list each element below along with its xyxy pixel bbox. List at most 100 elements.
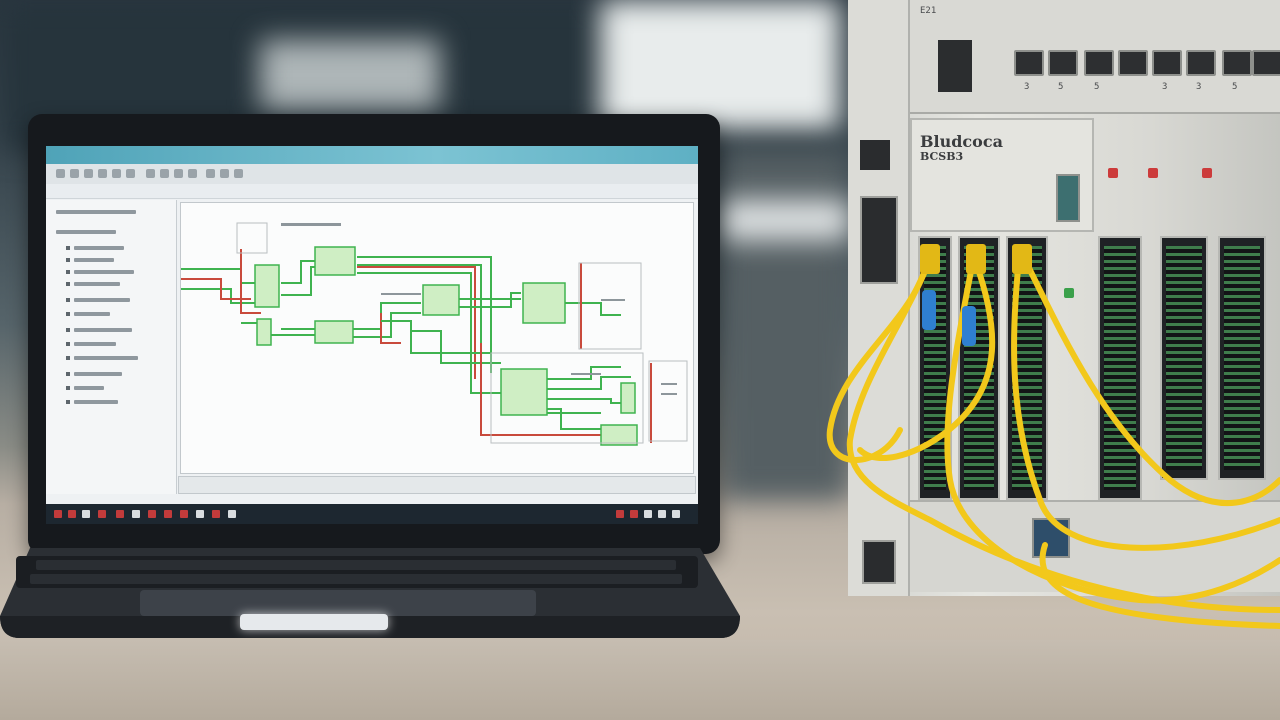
- toolbar-icon[interactable]: [188, 169, 197, 178]
- toolbar-icon[interactable]: [98, 169, 107, 178]
- app-icon[interactable]: [212, 510, 220, 518]
- app-icon[interactable]: [180, 510, 188, 518]
- app-icon[interactable]: [132, 510, 140, 518]
- app-icon[interactable]: [98, 510, 106, 518]
- function-block[interactable]: [500, 368, 548, 416]
- app-icon[interactable]: [196, 510, 204, 518]
- ethernet-port[interactable]: [1118, 50, 1148, 76]
- ethernet-port[interactable]: [1048, 50, 1078, 76]
- toolbar-icon[interactable]: [112, 169, 121, 178]
- function-block[interactable]: [422, 284, 460, 316]
- tree-item[interactable]: [74, 356, 138, 360]
- toolbar-icon[interactable]: [84, 169, 93, 178]
- diagram-label: [661, 383, 677, 385]
- toolbar-icon[interactable]: [174, 169, 183, 178]
- yellow-cable: [1022, 257, 1280, 507]
- wire-green: [353, 312, 421, 338]
- toolbar-icon[interactable]: [126, 169, 135, 178]
- tree-item[interactable]: [74, 328, 132, 332]
- ethernet-port[interactable]: [1152, 50, 1182, 76]
- toolbar-icon[interactable]: [70, 169, 79, 178]
- wire-green: [547, 376, 631, 390]
- tree-item[interactable]: [56, 230, 116, 234]
- touchpad[interactable]: [140, 590, 536, 616]
- app-icon[interactable]: [116, 510, 124, 518]
- app-icon[interactable]: [228, 510, 236, 518]
- background-window-light: [600, 0, 840, 130]
- ethernet-port[interactable]: [1186, 50, 1216, 76]
- rack-lower-panel: [910, 500, 1280, 592]
- tree-item[interactable]: [74, 298, 130, 302]
- wire-green: [541, 408, 601, 430]
- toolbar-icon[interactable]: [206, 169, 215, 178]
- tree-item[interactable]: [74, 312, 110, 316]
- function-block[interactable]: [256, 318, 272, 346]
- tree-node-icon: [66, 246, 70, 250]
- function-block[interactable]: [522, 282, 566, 324]
- ethernet-port[interactable]: [1252, 50, 1280, 76]
- toolbar-icon[interactable]: [220, 169, 229, 178]
- tree-item[interactable]: [74, 342, 116, 346]
- toolbar-icon[interactable]: [146, 169, 155, 178]
- function-block[interactable]: [600, 424, 638, 446]
- start-icon[interactable]: [54, 510, 62, 518]
- ethernet-port[interactable]: [1014, 50, 1044, 76]
- ethernet-port[interactable]: [1084, 50, 1114, 76]
- cable-boot: [962, 306, 976, 346]
- tray-icon[interactable]: [630, 510, 638, 518]
- status-led: [1148, 168, 1158, 178]
- function-block[interactable]: [620, 382, 636, 414]
- tree-item[interactable]: [74, 270, 134, 274]
- app-icon[interactable]: [164, 510, 172, 518]
- diagram-label: [571, 373, 601, 375]
- diagram-label: [601, 299, 625, 301]
- app-icon[interactable]: [148, 510, 156, 518]
- app-icon[interactable]: [82, 510, 90, 518]
- function-block[interactable]: [254, 264, 280, 308]
- diagram-label: [281, 223, 341, 226]
- function-block[interactable]: [314, 246, 356, 276]
- wire-green: [281, 260, 321, 284]
- status-led: [1108, 168, 1118, 178]
- tray-icon[interactable]: [672, 510, 680, 518]
- yellow-cable: [857, 257, 996, 461]
- tree-node-icon: [66, 270, 70, 274]
- tree-node-icon: [66, 298, 70, 302]
- toolbar-icon[interactable]: [234, 169, 243, 178]
- tree-item[interactable]: [56, 210, 136, 214]
- tray-icon[interactable]: [644, 510, 652, 518]
- tree-node-icon: [66, 372, 70, 376]
- key-row: [30, 574, 682, 584]
- tree-item[interactable]: [74, 372, 122, 376]
- os-taskbar: [46, 504, 698, 524]
- app-icon[interactable]: [68, 510, 76, 518]
- tree-item[interactable]: [74, 400, 118, 404]
- tree-item[interactable]: [74, 386, 104, 390]
- app-titlebar: [46, 146, 698, 164]
- tray-icon[interactable]: [658, 510, 666, 518]
- tree-item[interactable]: [74, 246, 124, 250]
- wire-green: [357, 256, 492, 373]
- tree-item[interactable]: [74, 282, 120, 286]
- toolbar-icon[interactable]: [160, 169, 169, 178]
- ethernet-port[interactable]: [1222, 50, 1252, 76]
- wire-red: [181, 278, 251, 300]
- rack-small-label: E21: [920, 6, 937, 16]
- tree-item[interactable]: [74, 258, 114, 262]
- keyboard[interactable]: [16, 556, 698, 588]
- logic-diagram-canvas[interactable]: [180, 202, 694, 474]
- tree-node-icon: [66, 312, 70, 316]
- yellow-cable: [1011, 247, 1280, 551]
- diagram-frame: [648, 360, 688, 442]
- diagram-frame: [236, 222, 268, 254]
- toolbar-icon[interactable]: [56, 169, 65, 178]
- rack-slot: [1056, 174, 1080, 222]
- port-number: 3: [1196, 82, 1202, 92]
- function-block[interactable]: [314, 320, 354, 344]
- tray-icon[interactable]: [616, 510, 624, 518]
- project-tree: [46, 200, 177, 494]
- wire-red: [480, 343, 601, 436]
- wire-green: [459, 292, 521, 308]
